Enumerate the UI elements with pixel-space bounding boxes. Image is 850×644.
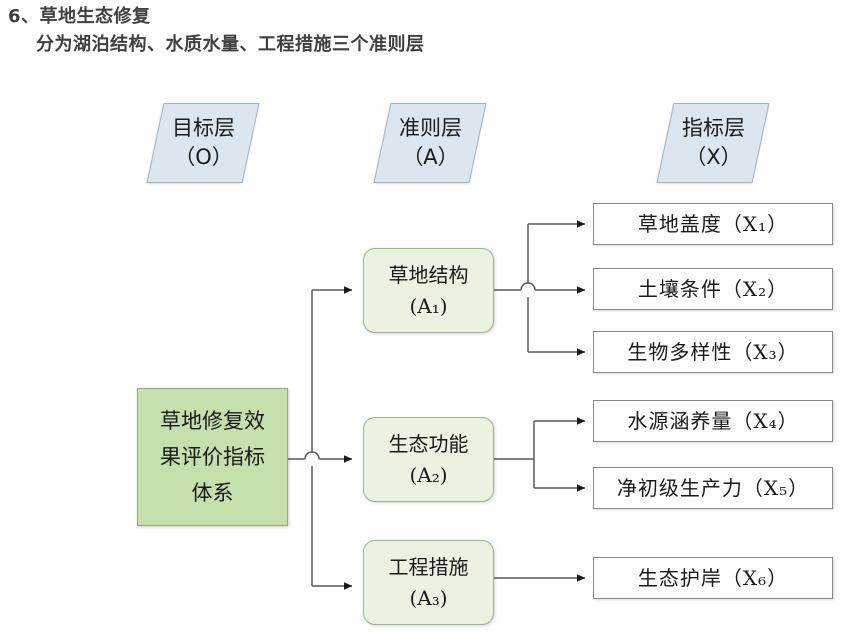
node-indicator-x3-label: 生物多样性（X₃） xyxy=(627,340,799,364)
node-indicator-x1[interactable]: 草地盖度（X₁） xyxy=(593,203,833,245)
node-criteria-a3-label: 工程措施 (A₃) xyxy=(388,554,469,610)
node-indicator-x3[interactable]: 生物多样性（X₃） xyxy=(593,331,833,373)
layer-header-indicator-label: 指标层 （X） xyxy=(681,116,745,169)
layer-header-indicator[interactable]: 指标层 （X） xyxy=(656,103,770,183)
layer-header-goal[interactable]: 目标层 （O） xyxy=(146,103,260,183)
wire-trunk-hop xyxy=(304,451,320,460)
node-indicator-x2[interactable]: 土壤条件（X₂） xyxy=(593,268,833,310)
node-criteria-a2-label: 生态功能 (A₂) xyxy=(388,431,469,487)
wire-a1-fan-hop xyxy=(520,282,536,291)
node-goal-o-label: 草地修复效 果评价指标 体系 xyxy=(160,409,265,505)
node-indicator-x2-label: 土壤条件（X₂） xyxy=(637,277,789,301)
node-indicator-x4[interactable]: 水源涵养量（X₄） xyxy=(593,400,833,442)
node-criteria-a1-label: 草地结构 (A₁) xyxy=(388,262,469,318)
node-indicator-x1-label: 草地盖度（X₁） xyxy=(637,212,789,236)
heading-line-secondary: 分为湖泊结构、水质水量、工程措施三个准则层 xyxy=(36,34,425,55)
layer-header-goal-label: 目标层 （O） xyxy=(171,116,235,169)
node-indicator-x6[interactable]: 生态护岸（X₆） xyxy=(593,557,833,599)
layer-header-criteria[interactable]: 准则层 （A） xyxy=(373,103,487,183)
heading-line-primary: 6、草地生态修复 xyxy=(8,6,151,27)
node-criteria-a1[interactable]: 草地结构 (A₁) xyxy=(363,248,494,333)
node-criteria-a3[interactable]: 工程措施 (A₃) xyxy=(363,540,494,625)
node-indicator-x5-label: 净初级生产力（X₅） xyxy=(616,476,810,500)
node-indicator-x6-label: 生态护岸（X₆） xyxy=(637,566,789,590)
node-indicator-x4-label: 水源涵养量（X₄） xyxy=(627,409,799,433)
node-goal-o[interactable]: 草地修复效 果评价指标 体系 xyxy=(137,388,288,526)
node-indicator-x5[interactable]: 净初级生产力（X₅） xyxy=(593,467,833,509)
layer-header-criteria-label: 准则层 （A） xyxy=(398,116,462,169)
node-criteria-a2[interactable]: 生态功能 (A₂) xyxy=(363,417,494,502)
